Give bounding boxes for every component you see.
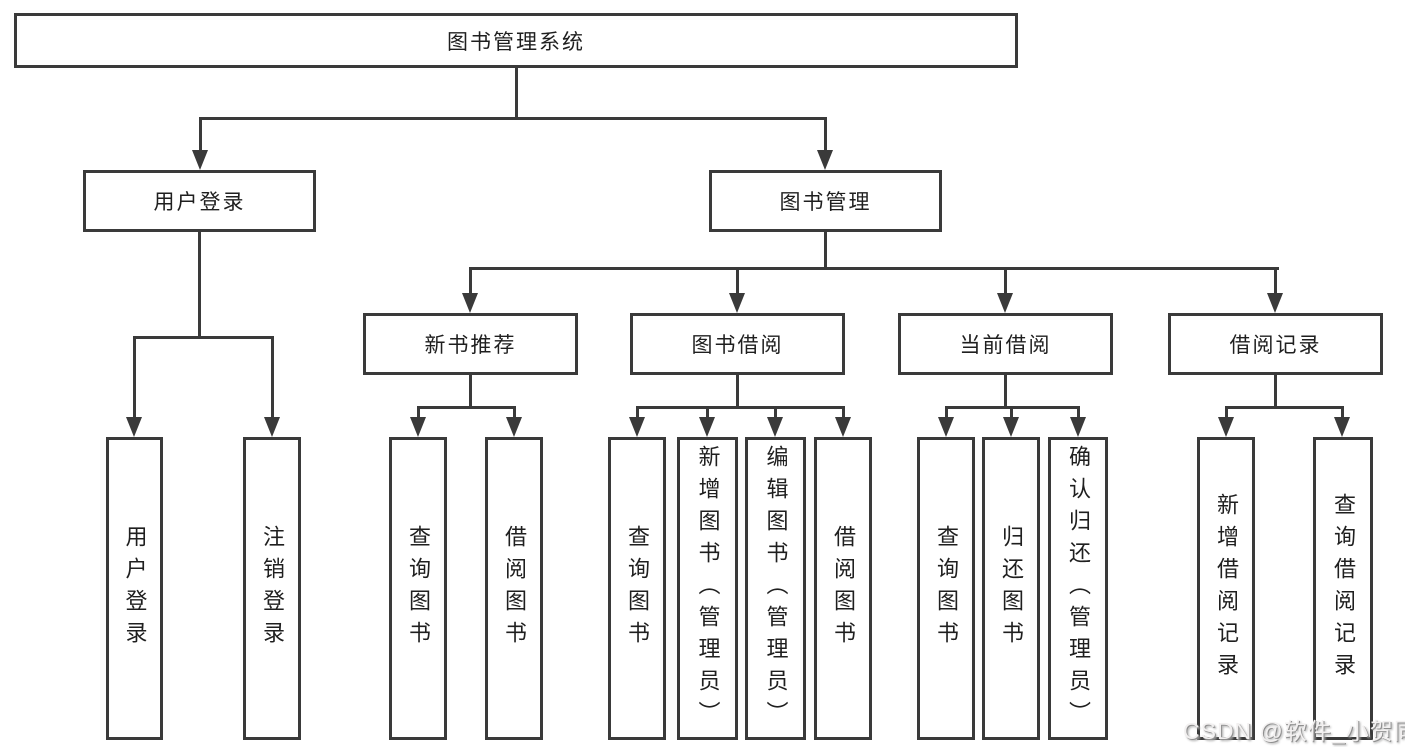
leaf-borrowing-add-books-admin: 新增图书（管理员） xyxy=(677,437,738,740)
connector-line xyxy=(824,117,827,152)
leaf-logout: 注销登录 xyxy=(243,437,301,740)
connector-line xyxy=(945,406,948,420)
node-label: 查询图书 xyxy=(406,524,431,653)
node-label: 图书借阅 xyxy=(691,334,784,357)
connector-line xyxy=(1010,406,1013,420)
arrow-down-icon xyxy=(264,417,280,437)
node-label: 用户登录 xyxy=(153,191,246,214)
node-label: 图书管理系统 xyxy=(447,30,585,54)
leaf-borrowing-edit-books-admin: 编辑图书（管理员） xyxy=(745,437,806,740)
node-label: 确认归还（管理员） xyxy=(1066,444,1091,733)
connector-line xyxy=(515,68,518,120)
arrow-down-icon xyxy=(1218,417,1234,437)
node-label: 借阅图书 xyxy=(831,524,856,653)
arrow-down-icon xyxy=(192,150,208,170)
leaf-current-return-books: 归还图书 xyxy=(982,437,1040,740)
arrow-down-icon xyxy=(1070,417,1086,437)
arrow-down-icon xyxy=(817,150,833,170)
csdn-watermark: CSDN @软件_小贺同学 xyxy=(1183,718,1405,744)
node-label: 图书管理 xyxy=(779,191,872,214)
connector-line xyxy=(417,406,516,409)
arrow-down-icon xyxy=(1003,417,1019,437)
node-label: 借阅图书 xyxy=(502,524,527,653)
leaf-borrowing-borrow-books: 借阅图书 xyxy=(814,437,872,740)
connector-line xyxy=(1225,406,1344,409)
node-borrowing-records: 借阅记录 xyxy=(1168,313,1383,375)
arrow-down-icon xyxy=(126,417,142,437)
connector-line xyxy=(1077,406,1080,420)
connector-line xyxy=(736,375,739,408)
connector-line xyxy=(706,406,709,420)
connector-line xyxy=(1274,375,1277,408)
connector-line xyxy=(1004,267,1007,296)
connector-line xyxy=(271,336,274,418)
node-current-borrowing: 当前借阅 xyxy=(898,313,1113,375)
arrow-down-icon xyxy=(506,417,522,437)
arrow-down-icon xyxy=(699,417,715,437)
node-label: 归还图书 xyxy=(999,524,1024,653)
node-label: 用户登录 xyxy=(122,524,148,653)
leaf-current-query-books: 查询图书 xyxy=(917,437,975,740)
connector-line xyxy=(469,267,1279,270)
connector-line xyxy=(417,406,420,420)
connector-line xyxy=(774,406,777,420)
leaf-recommend-borrow-books: 借阅图书 xyxy=(485,437,543,740)
node-label: 当前借阅 xyxy=(959,334,1052,357)
node-book-borrowing: 图书借阅 xyxy=(630,313,845,375)
connector-line xyxy=(1341,406,1344,420)
node-label: 注销登录 xyxy=(260,524,285,653)
connector-line xyxy=(469,267,472,296)
connector-line xyxy=(842,406,845,420)
connector-line xyxy=(1004,375,1007,408)
node-label: 新增借阅记录 xyxy=(1214,492,1239,685)
connector-line xyxy=(824,232,827,269)
arrow-down-icon xyxy=(1334,417,1350,437)
node-root: 图书管理系统 xyxy=(14,13,1018,68)
connector-line xyxy=(1274,267,1277,296)
node-label: 借阅记录 xyxy=(1229,334,1322,357)
connector-line xyxy=(133,336,136,418)
connector-line xyxy=(198,232,201,338)
arrow-down-icon xyxy=(835,417,851,437)
node-user-login: 用户登录 xyxy=(83,170,316,232)
connector-line xyxy=(199,117,202,152)
leaf-records-add-record: 新增借阅记录 xyxy=(1197,437,1255,740)
arrow-down-icon xyxy=(1267,293,1283,313)
arrow-down-icon xyxy=(729,293,745,313)
node-book-management: 图书管理 xyxy=(709,170,942,232)
leaf-user-login: 用户登录 xyxy=(106,437,163,740)
connector-line xyxy=(1225,406,1228,420)
node-label: 新书推荐 xyxy=(424,334,517,357)
leaf-current-confirm-return-admin: 确认归还（管理员） xyxy=(1048,437,1108,740)
node-new-book-recommend: 新书推荐 xyxy=(363,313,578,375)
node-label: 查询图书 xyxy=(934,524,959,653)
node-label: 新增图书（管理员） xyxy=(695,444,721,733)
arrow-down-icon xyxy=(629,417,645,437)
node-label: 查询图书 xyxy=(625,524,650,653)
connector-line xyxy=(636,406,845,409)
connector-line xyxy=(469,375,472,408)
node-label: 查询借阅记录 xyxy=(1331,492,1356,685)
arrow-down-icon xyxy=(462,293,478,313)
connector-line xyxy=(736,267,739,296)
node-label: 编辑图书（管理员） xyxy=(763,444,789,733)
leaf-borrowing-query-books: 查询图书 xyxy=(608,437,666,740)
leaf-records-query-record: 查询借阅记录 xyxy=(1313,437,1373,740)
connector-line xyxy=(513,406,516,420)
connector-line xyxy=(636,406,639,420)
arrow-down-icon xyxy=(767,417,783,437)
arrow-down-icon xyxy=(997,293,1013,313)
arrow-down-icon xyxy=(410,417,426,437)
leaf-recommend-query-books: 查询图书 xyxy=(389,437,447,740)
connector-line xyxy=(133,336,274,339)
arrow-down-icon xyxy=(938,417,954,437)
connector-line xyxy=(199,117,827,120)
